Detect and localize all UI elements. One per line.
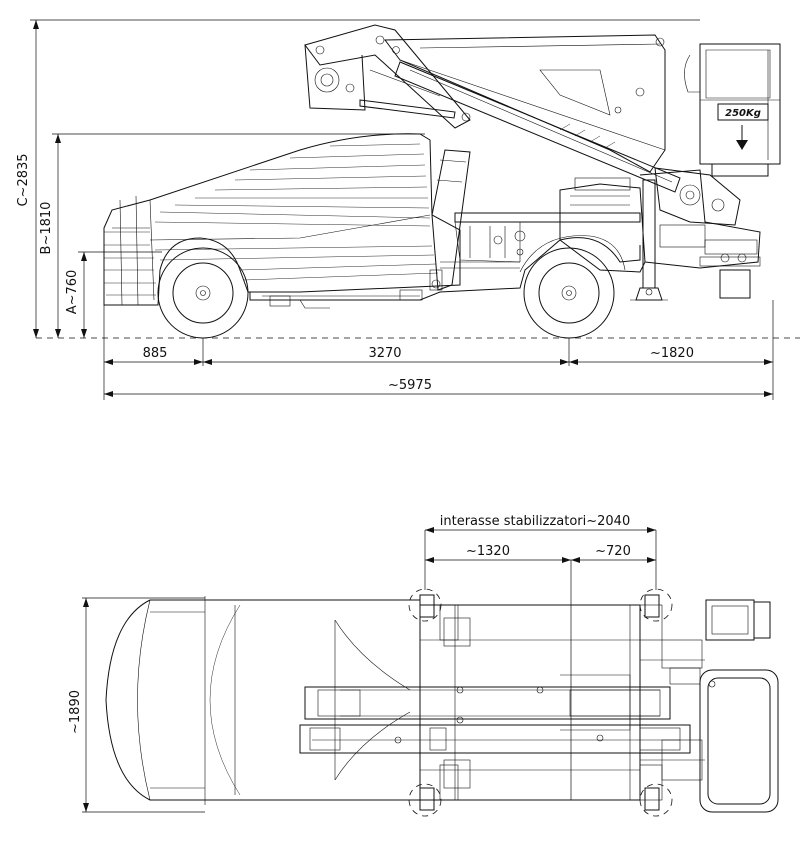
truck-frame [249,149,641,309]
height-a-label: A~760 [65,270,80,315]
height-c-label: C~2835 [16,153,31,206]
side-view: 250Kg C~2835 B~1810 A~760 [16,19,800,400]
rear-wheel [519,235,626,339]
top-view: interasse stabilizzatori~2040 ~1320 ~720… [68,514,779,817]
width-dimension: ~1890 [68,597,205,813]
front-wheel [157,247,249,339]
horizontal-dimensions: 885 3270 ~1820 ~5975 [103,300,774,400]
stabilizer-dimensions: interasse stabilizzatori~2040 ~1320 ~720 [424,514,657,800]
front-overhang-label: 885 [143,346,168,361]
stabilizer-rear-label: ~720 [595,544,631,559]
work-basket: 250Kg [684,43,781,299]
work-basket-top [699,669,779,813]
vertical-dimensions: C~2835 B~1810 A~760 [16,19,700,338]
stabilizer-spacing-label: interasse stabilizzatori~2040 [440,514,630,529]
stabilizers-top [408,588,673,817]
wheelbase-label: 3270 [368,346,401,361]
stabilizer-front-label: ~1320 [466,544,510,559]
load-arrow-head [736,140,748,150]
rear-turret [559,169,761,301]
truck-cab [103,133,461,306]
rear-machinery-top [640,599,771,781]
load-plate [717,103,769,121]
truck-cab-top [105,596,421,805]
boom-top [299,686,691,754]
load-capacity-label: 250Kg [725,108,761,119]
height-b-label: B~1810 [39,202,54,255]
truck-deck-top [420,604,663,801]
width-label: ~1890 [68,690,83,734]
aerial-boom [304,24,741,226]
rear-overhang-label: ~1820 [650,346,694,361]
total-length-label: ~5975 [388,378,432,393]
